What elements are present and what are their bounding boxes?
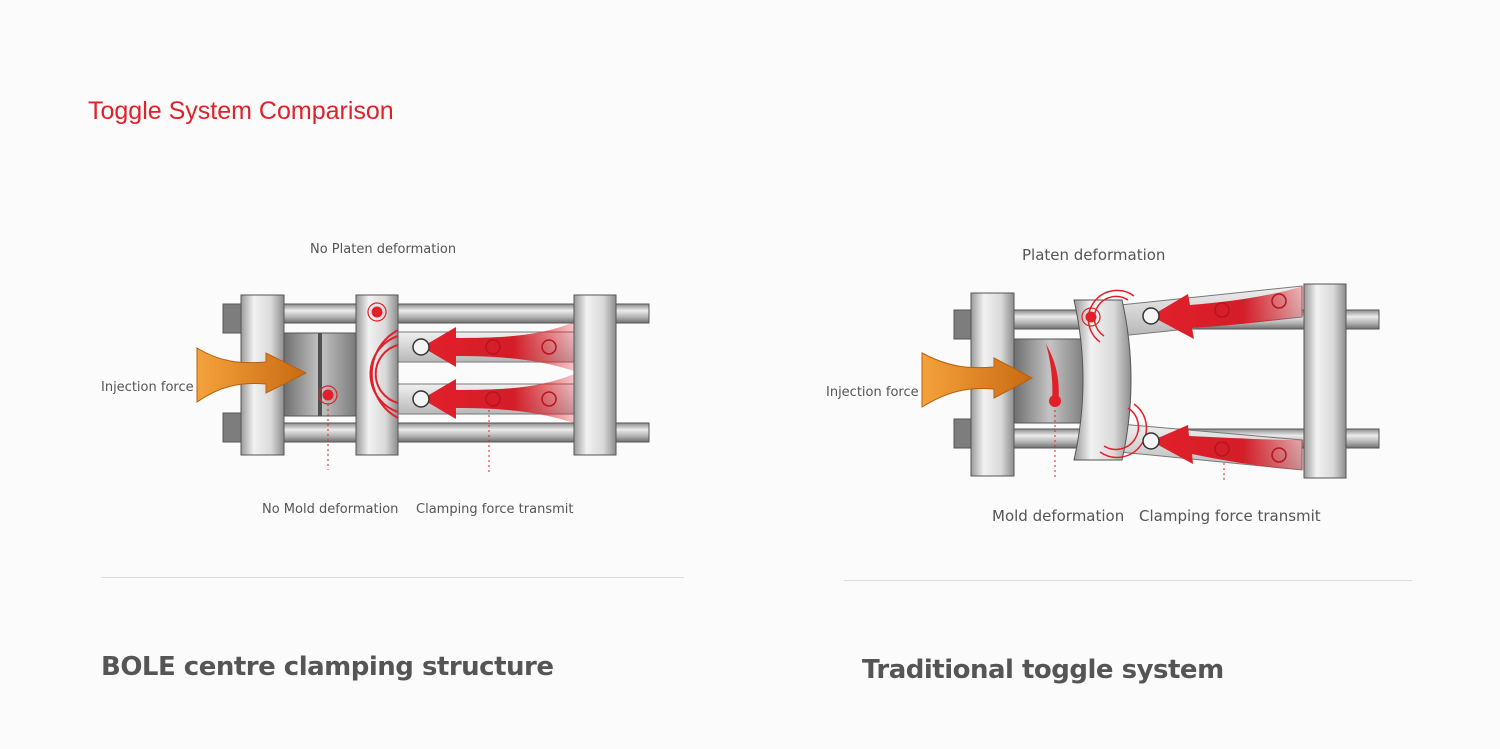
link-pins [412,338,557,408]
moving-platen [355,294,399,456]
right-section-title: Traditional toggle system [862,655,1224,685]
left-machine [196,294,650,472]
left-platen-label: No Platen deformation [310,242,457,257]
right-clamping-label: Clamping force transmit [1139,507,1321,525]
left-mold-label: No Mold deformation [262,502,399,517]
clamping-arrow-bottom [422,374,574,423]
clamping-arrow-top [1151,286,1304,339]
page-title: Toggle System Comparison [88,97,394,125]
force-ripples [369,329,399,419]
clamping-arrow-top [422,322,574,371]
mold-deformation-mark [1046,344,1059,404]
left-clamping-label: Clamping force transmit [416,502,574,517]
injection-arrow [196,347,308,403]
left-injection-label: Injection force [101,380,194,395]
right-divider [844,580,1412,581]
clamping-arrow-bottom [1151,425,1304,470]
left-section-title: BOLE centre clamping structure [101,652,554,682]
right-platen-label: Platen deformation [1022,246,1166,264]
rear-platen [1303,283,1347,479]
link-pins [1142,293,1287,463]
force-ripples [1087,289,1148,459]
deformed-moving-platen [1073,299,1132,461]
left-divider [101,577,684,578]
rear-platen [573,294,617,456]
right-injection-label: Injection force [826,385,919,400]
right-machine [921,283,1380,480]
right-mold-label: Mold deformation [992,507,1125,525]
injection-arrow [921,352,1034,408]
marker-dots [1049,307,1101,407]
